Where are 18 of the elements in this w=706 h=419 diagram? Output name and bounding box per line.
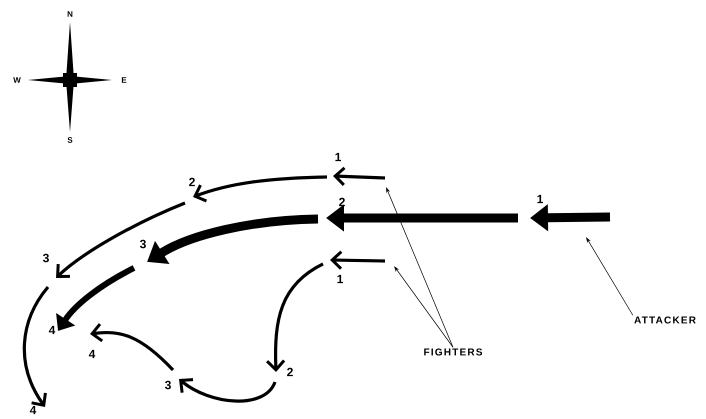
position-number: 1: [337, 274, 343, 284]
position-number: 1: [335, 152, 341, 162]
position-number: 2: [339, 198, 345, 206]
position-number: 3: [42, 254, 49, 262]
position-number: 2: [189, 178, 195, 186]
caption-text: ATTACKER: [634, 316, 696, 324]
caption-text: FIGHTERS: [424, 348, 482, 356]
position-number: 4: [88, 350, 96, 358]
compass-letter: W: [13, 77, 21, 83]
position-number: 3: [164, 380, 171, 390]
compass-letter: E: [122, 77, 126, 83]
compass-letter: S: [68, 137, 72, 143]
position-number: 2: [287, 368, 293, 376]
position-number: 4: [30, 406, 36, 414]
position-number: 4: [48, 326, 56, 334]
compass-letter: N: [68, 11, 72, 17]
position-number: 1: [537, 194, 543, 204]
position-number: 3: [140, 240, 146, 248]
